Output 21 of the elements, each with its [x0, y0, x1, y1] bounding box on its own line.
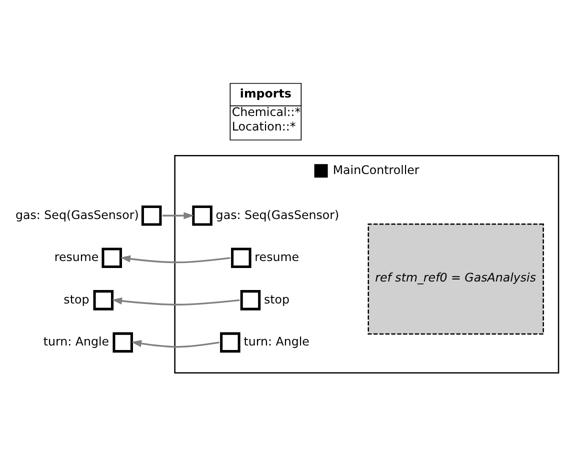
- node-box: [102, 247, 122, 268]
- node-label: gas: Seq(GasSensor): [216, 207, 340, 222]
- node-label: stop: [264, 292, 290, 306]
- node-box: [141, 205, 162, 226]
- node-box: [240, 290, 261, 310]
- arrow: [120, 254, 230, 263]
- node-box: [220, 332, 240, 352]
- arrow: [112, 296, 240, 305]
- node-label: turn: Angle: [43, 334, 110, 348]
- node-label: gas: Seq(GasSensor): [16, 207, 139, 222]
- node-box: [231, 247, 252, 268]
- arrow: [162, 212, 194, 219]
- node-box: [192, 205, 212, 226]
- node-box: [93, 290, 114, 310]
- node-label: resume: [254, 250, 300, 264]
- node-label: stop: [64, 292, 90, 306]
- node-label: turn: Angle: [244, 334, 310, 348]
- arrow: [131, 340, 220, 348]
- node-box: [112, 332, 133, 352]
- node-box: ref stm_ref0 = GasAnalysis: [368, 222, 544, 334]
- node-label: resume: [54, 250, 99, 264]
